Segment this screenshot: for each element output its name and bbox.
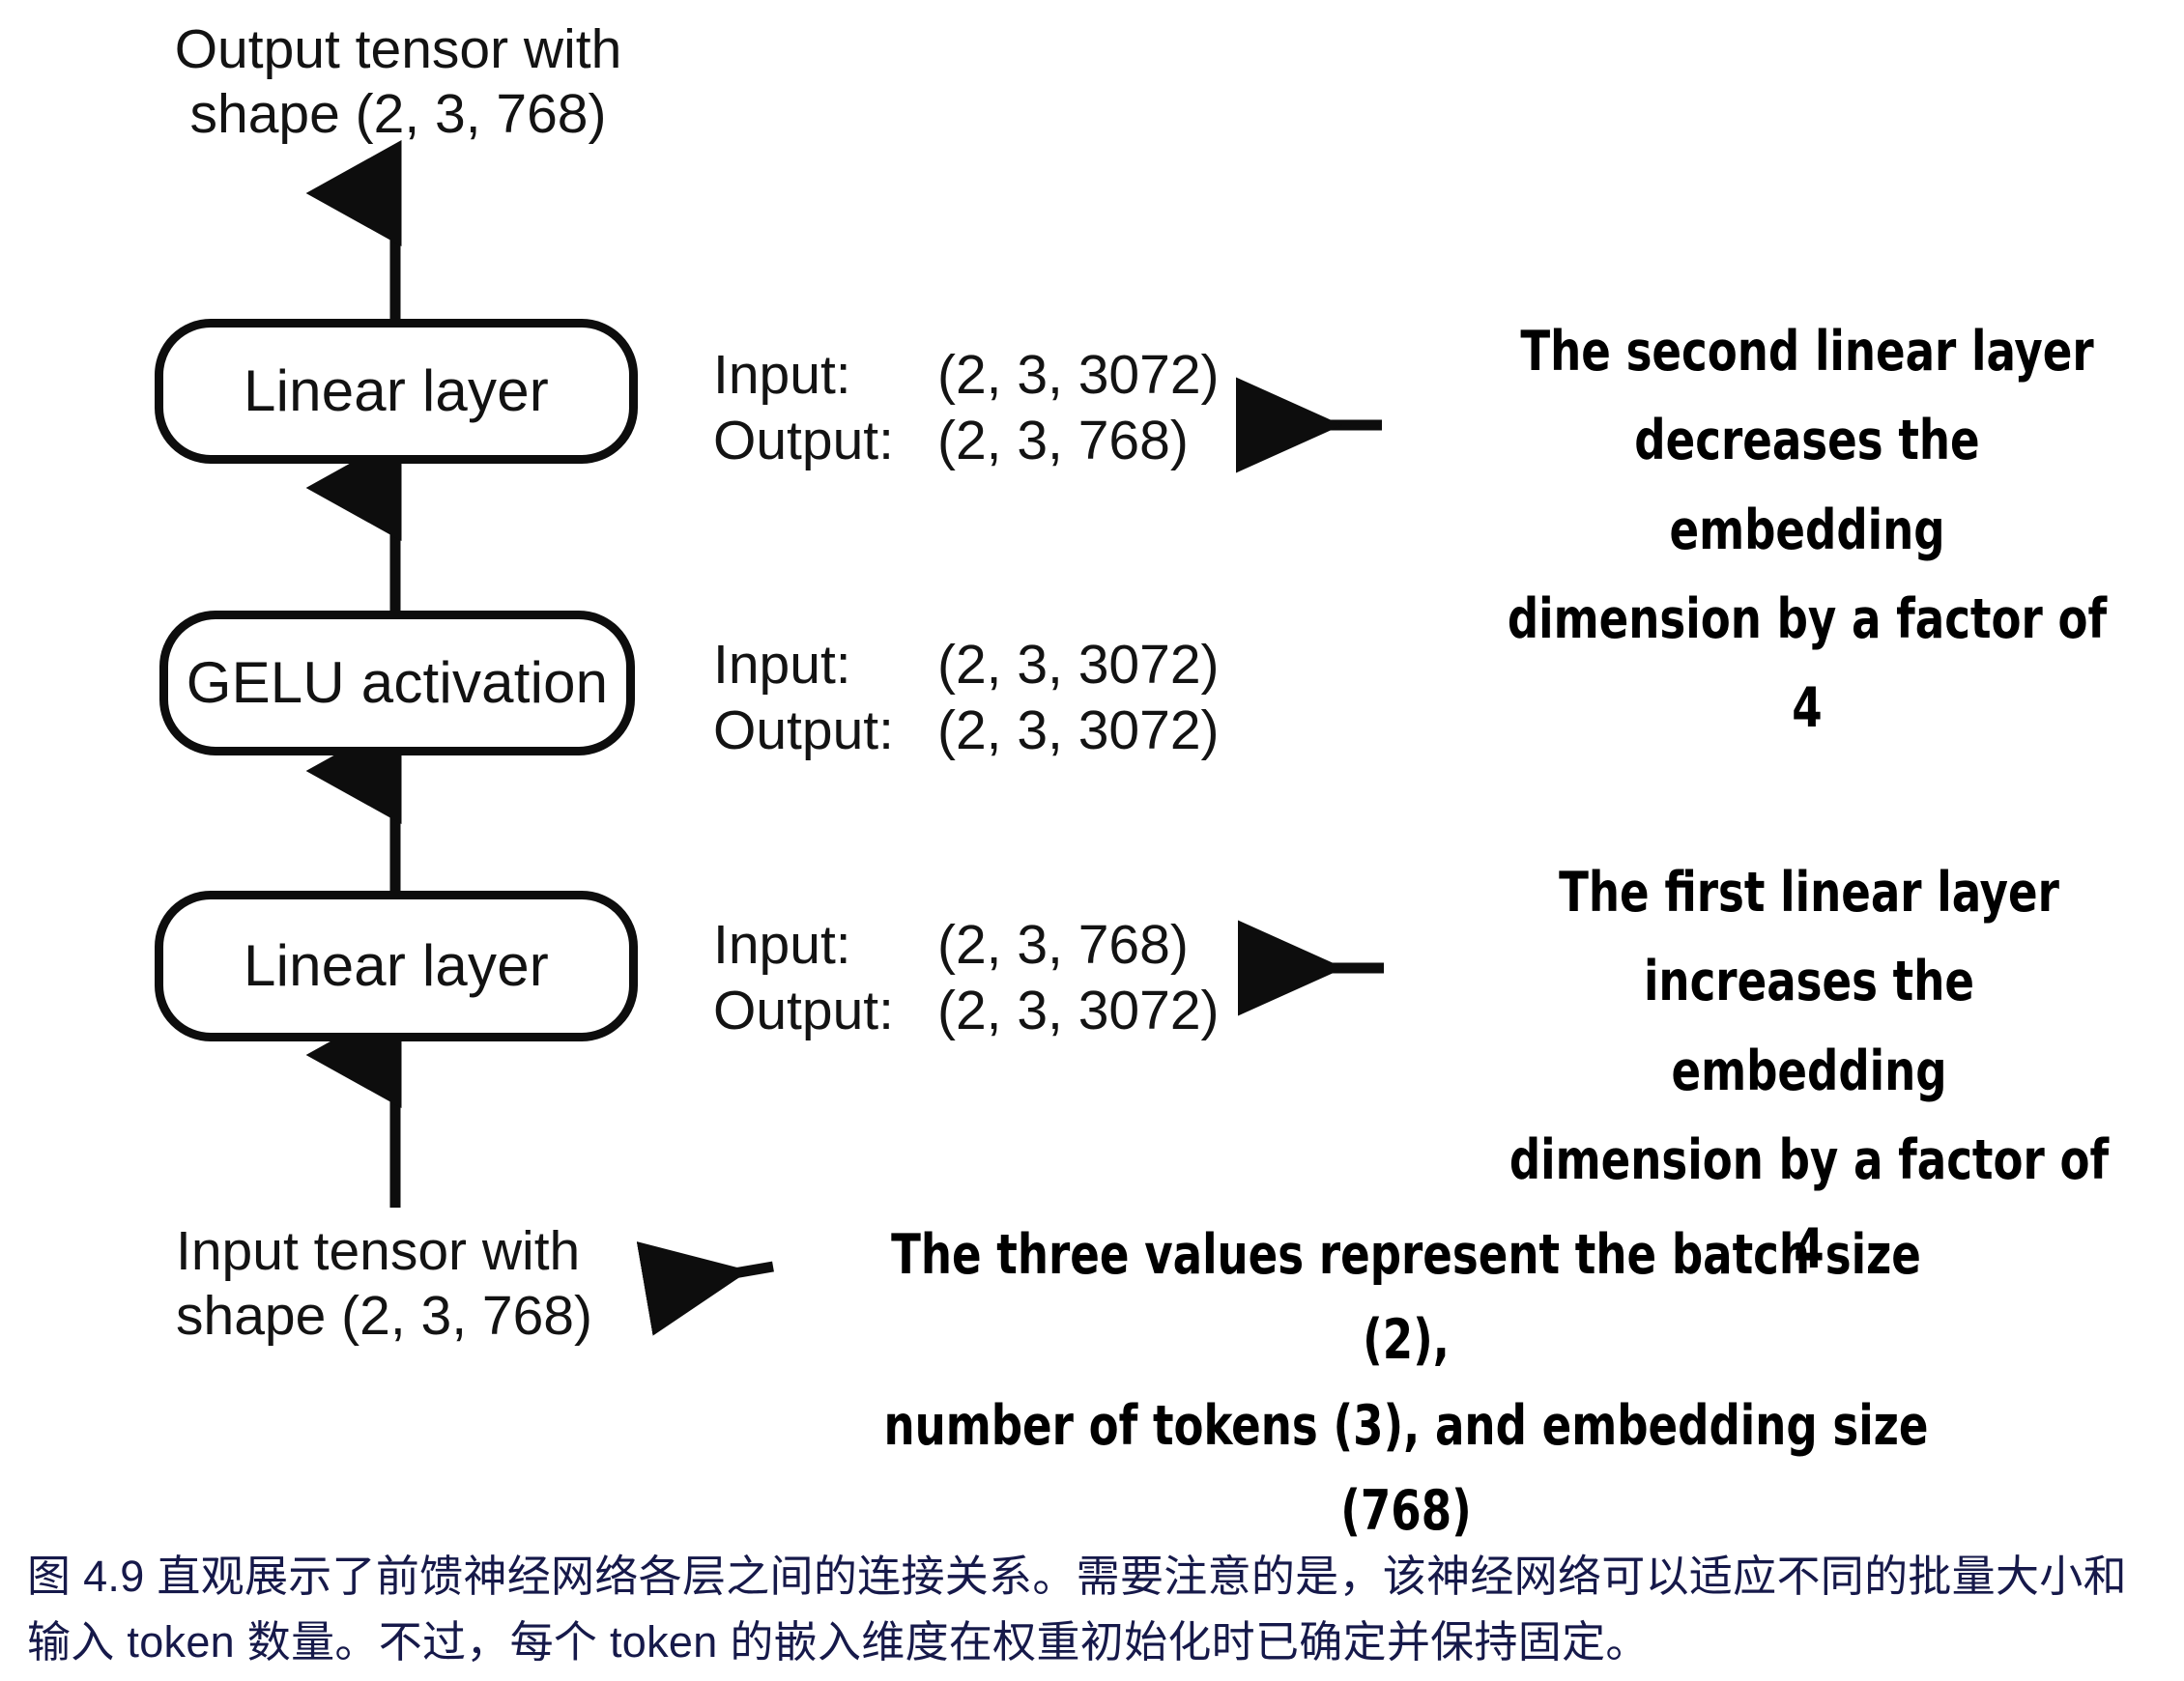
io-output-row: Output: (2, 3, 3072) bbox=[713, 698, 1220, 764]
io-output-key: Output: bbox=[713, 698, 894, 761]
annotation-line: (768) bbox=[1340, 1479, 1472, 1544]
output-tensor-label: Output tensor with shape (2, 3, 768) bbox=[174, 18, 622, 146]
node-gelu-activation[interactable]: GELU activation bbox=[159, 611, 635, 755]
io-output-row: Output: (2, 3, 3072) bbox=[713, 979, 1220, 1044]
input-tensor-label: Input tensor with shape (2, 3, 768) bbox=[176, 1220, 592, 1348]
io-input-row: Input: (2, 3, 3072) bbox=[713, 633, 1220, 698]
io-input-row: Input: (2, 3, 3072) bbox=[713, 343, 1220, 409]
io-output-key: Output: bbox=[713, 979, 894, 1041]
io-output-key: Output: bbox=[713, 409, 894, 471]
node-linear-layer-2-label: Linear layer bbox=[244, 358, 549, 423]
node-gelu-activation-label: GELU activation bbox=[186, 650, 609, 715]
annotation-shape-values-note: The three values represent the batch siz… bbox=[883, 1212, 1929, 1553]
annotation-second-linear-note: The second linear layer decreases the em… bbox=[1501, 307, 2113, 754]
io-input-value: (2, 3, 3072) bbox=[937, 344, 1220, 406]
node-linear-layer-2[interactable]: Linear layer bbox=[155, 319, 638, 464]
figure-caption-line-2: 输入 token 数量。不过，每个 token 的嵌入维度在权重初始化时已确定并… bbox=[27, 1617, 1650, 1667]
io-spec-gelu-activation: Input: (2, 3, 3072) Output: (2, 3, 3072) bbox=[713, 633, 1220, 764]
io-output-value: (2, 3, 768) bbox=[937, 409, 1189, 471]
node-linear-layer-1[interactable]: Linear layer bbox=[155, 891, 638, 1041]
annotation-line: number of tokens (3), and embedding size bbox=[883, 1393, 1929, 1458]
io-input-key: Input: bbox=[713, 344, 851, 406]
io-spec-linear-layer-2: Input: (2, 3, 3072) Output: (2, 3, 768) bbox=[713, 343, 1220, 474]
figure-caption: 图 4.9 直观展示了前馈神经网络各层之间的连接关系。需要注意的是，该神经网络可… bbox=[27, 1544, 2153, 1676]
annotation-line: decreases the embedding bbox=[1634, 409, 1980, 562]
io-input-value: (2, 3, 3072) bbox=[937, 634, 1220, 696]
node-linear-layer-1-label: Linear layer bbox=[244, 933, 549, 998]
io-output-value: (2, 3, 3072) bbox=[937, 979, 1220, 1041]
annotation-first-linear-note: The first linear layer increases the emb… bbox=[1503, 848, 2115, 1295]
annotation-line: The first linear layer bbox=[1559, 861, 2059, 925]
annotation-line: increases the embedding bbox=[1643, 950, 1975, 1103]
annotation-line: The second linear layer bbox=[1520, 320, 2094, 384]
annotation-line: The three values represent the batch siz… bbox=[891, 1223, 1921, 1373]
io-input-row: Input: (2, 3, 768) bbox=[713, 913, 1220, 979]
figure-caption-line-1: 图 4.9 直观展示了前馈神经网络各层之间的连接关系。需要注意的是，该神经网络可… bbox=[27, 1552, 2127, 1601]
io-input-value: (2, 3, 768) bbox=[937, 914, 1189, 976]
io-input-key: Input: bbox=[713, 634, 851, 696]
io-output-value: (2, 3, 3072) bbox=[937, 698, 1220, 761]
io-output-row: Output: (2, 3, 768) bbox=[713, 409, 1220, 474]
io-input-key: Input: bbox=[713, 914, 851, 976]
annotation-line: dimension by a factor of 4 bbox=[1507, 586, 2108, 741]
io-spec-linear-layer-1: Input: (2, 3, 768) Output: (2, 3, 3072) bbox=[713, 913, 1220, 1044]
annotation-line: dimension by a factor of 4 bbox=[1509, 1127, 2110, 1282]
